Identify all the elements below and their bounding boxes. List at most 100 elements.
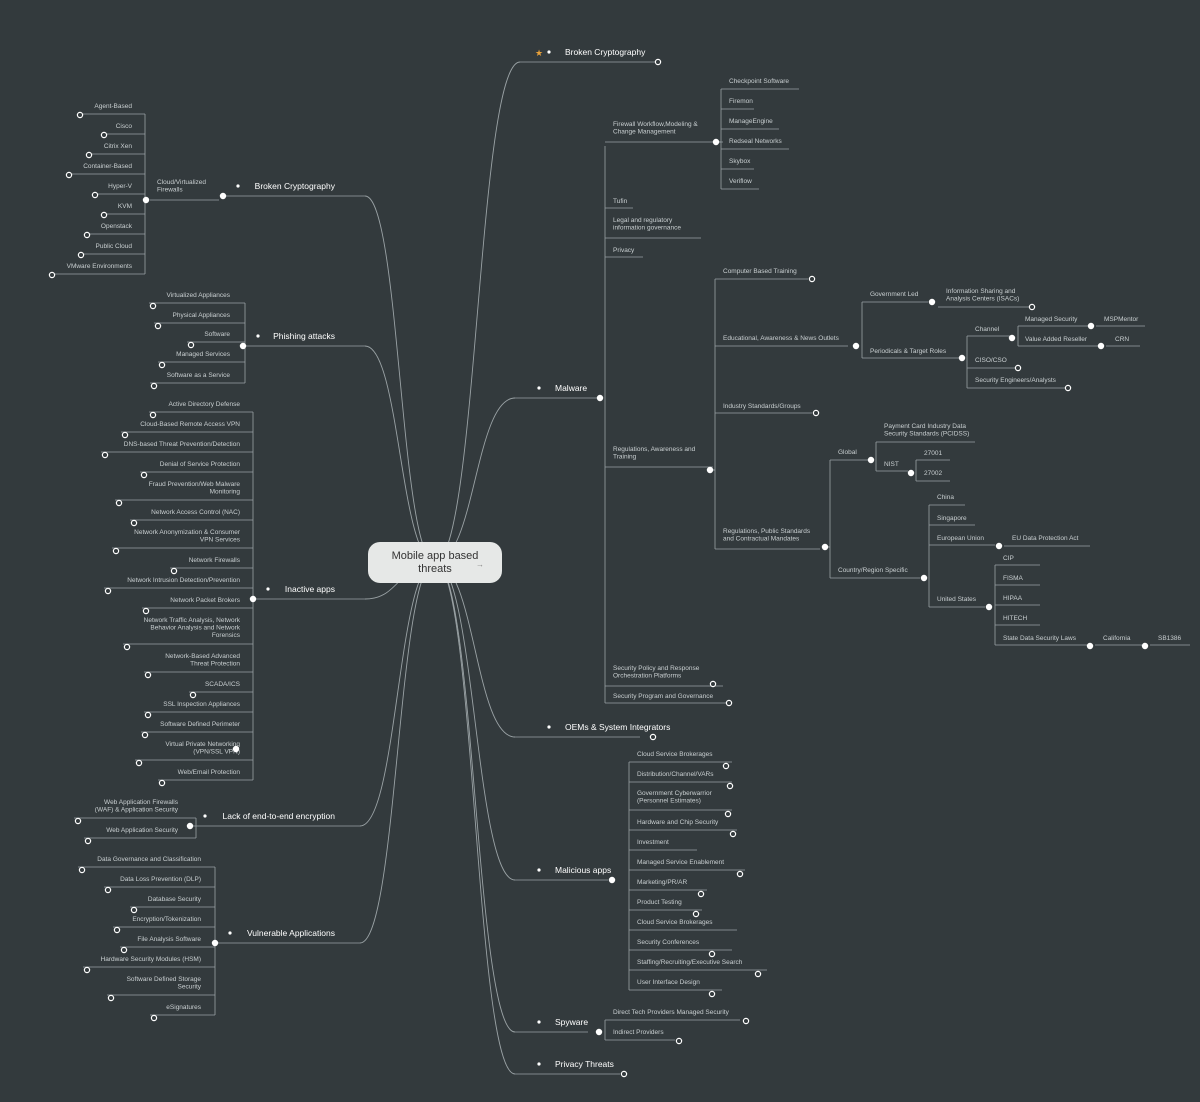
phishing-attacks-child-handle[interactable] — [158, 361, 166, 369]
crn-label: CRN — [1115, 336, 1129, 343]
periodicals-handle[interactable] — [958, 354, 966, 362]
spy-child-handle[interactable] — [742, 1017, 750, 1025]
country-handle[interactable] — [920, 574, 928, 582]
malware-handle[interactable] — [596, 394, 604, 402]
vulnerable-apps-child-handle[interactable] — [104, 886, 112, 894]
managed-security-handle[interactable] — [1087, 322, 1095, 330]
malicious-child-handle[interactable] — [724, 810, 732, 818]
cloud-fw-child-handle[interactable] — [83, 231, 91, 239]
cloud-fw-child-handle[interactable] — [100, 211, 108, 219]
reg-public-handle[interactable] — [821, 543, 829, 551]
inactive-apps-child-handle[interactable] — [141, 731, 149, 739]
cbt-handle[interactable] — [808, 275, 816, 283]
phishing-attacks-child-handle[interactable] — [187, 341, 195, 349]
cloud-fw-child-handle[interactable] — [100, 131, 108, 139]
inactive-apps-child-handle[interactable] — [142, 607, 150, 615]
vulnerable-apps-child-data-governance-and-classification: Data Governance and Classification — [97, 856, 201, 863]
inactive-apps-child-handle[interactable] — [158, 779, 166, 787]
vulnerable-apps-handle[interactable] — [211, 939, 219, 947]
vulnerable-apps-child-handle[interactable] — [130, 906, 138, 914]
security-program-handle[interactable] — [725, 699, 733, 707]
vulnerable-apps-child-handle[interactable] — [120, 946, 128, 954]
ciso-handle[interactable] — [1014, 364, 1022, 372]
lack-e2e-handle[interactable] — [186, 822, 194, 830]
phishing-attacks-child-handle[interactable] — [154, 322, 162, 330]
inactive-apps-child-handle[interactable] — [101, 451, 109, 459]
us-handle[interactable] — [985, 603, 993, 611]
spy-child-handle[interactable] — [675, 1037, 683, 1045]
phishing-attacks-handle[interactable] — [239, 342, 247, 350]
inactive-apps-child-handle[interactable] — [112, 547, 120, 555]
vulnerable-apps-connector — [359, 561, 436, 944]
firewall-workflow-handle[interactable] — [712, 138, 720, 146]
cloud-fw-child-handle[interactable] — [76, 111, 84, 119]
vulnerable-apps-child-handle[interactable] — [78, 866, 86, 874]
vulnerable-apps-child-handle[interactable] — [113, 926, 121, 934]
oems-label: OEMs & System Integrators — [565, 722, 670, 732]
global-handle[interactable] — [867, 456, 875, 464]
phishing-attacks-child-handle[interactable] — [150, 382, 158, 390]
lack-e2e-child-handle[interactable] — [74, 817, 82, 825]
security-policy-handle[interactable] — [709, 680, 717, 688]
malicious-child-handle[interactable] — [722, 762, 730, 770]
inactive-apps-child-handle[interactable] — [189, 691, 197, 699]
broken-cryptography-right-handle[interactable] — [654, 58, 662, 66]
inactive-apps-child-handle[interactable] — [121, 431, 129, 439]
managed-security-label: Managed Security — [1025, 316, 1078, 323]
nist-handle[interactable] — [907, 469, 915, 477]
inactive-apps-child-handle[interactable] — [170, 567, 178, 575]
gov-led-handle[interactable] — [928, 298, 936, 306]
state-laws-handle[interactable] — [1086, 642, 1094, 650]
california-handle[interactable] — [1141, 642, 1149, 650]
malicious-child-handle[interactable] — [692, 910, 700, 918]
privacy-threats-handle[interactable] — [620, 1070, 628, 1078]
cloud-fw-child-handle[interactable] — [77, 251, 85, 259]
engineers-handle[interactable] — [1064, 384, 1072, 392]
central-topic[interactable]: Mobile app based threats → — [368, 542, 502, 583]
channel-handle[interactable] — [1008, 334, 1016, 342]
inactive-apps-child-handle[interactable] — [144, 671, 152, 679]
eu-handle[interactable] — [995, 542, 1003, 550]
industry-handle[interactable] — [812, 409, 820, 417]
vpn-expand-handle[interactable] — [232, 745, 240, 753]
inactive-apps-child-handle[interactable] — [135, 759, 143, 767]
eu-dpa-label: EU Data Protection Act — [1012, 535, 1079, 542]
vulnerable-apps-child-handle[interactable] — [150, 1014, 158, 1022]
vulnerable-apps-child-handle[interactable] — [83, 966, 91, 974]
cloud-fw-child-handle[interactable] — [48, 271, 56, 279]
malicious-child-handle[interactable] — [697, 890, 705, 898]
inactive-apps-child-handle[interactable] — [140, 471, 148, 479]
lack-e2e-child-handle[interactable] — [84, 837, 92, 845]
inactive-apps-child-handle[interactable] — [123, 643, 131, 651]
malicious-apps-handle[interactable] — [608, 876, 616, 884]
inactive-apps-child-handle[interactable] — [144, 711, 152, 719]
oems-handle[interactable] — [649, 733, 657, 741]
malicious-child-handle[interactable] — [726, 782, 734, 790]
cloud-fw-handle[interactable] — [142, 196, 150, 204]
cloud-fw-child-handle[interactable] — [91, 191, 99, 199]
malicious-child-handle[interactable] — [708, 990, 716, 998]
malicious-child-handle[interactable] — [754, 970, 762, 978]
isac-handle[interactable] — [1028, 303, 1036, 311]
inactive-apps-child-handle[interactable] — [149, 411, 157, 419]
cloud-fw-child-handle[interactable] — [65, 171, 73, 179]
link-arrow-icon[interactable]: → — [476, 560, 484, 569]
malicious-child-handle[interactable] — [736, 870, 744, 878]
inactive-apps-handle[interactable] — [249, 595, 257, 603]
regulations-awareness-handle[interactable] — [706, 466, 714, 474]
malicious-child-user-interface-design: User Interface Design — [637, 979, 700, 986]
cloud-fw-child-handle[interactable] — [85, 151, 93, 159]
malicious-child-handle[interactable] — [708, 950, 716, 958]
phishing-attacks-child-handle[interactable] — [149, 302, 157, 310]
inactive-apps-child-handle[interactable] — [104, 587, 112, 595]
var-handle[interactable] — [1097, 342, 1105, 350]
vulnerable-apps-child-handle[interactable] — [107, 994, 115, 1002]
edu-handle[interactable] — [852, 342, 860, 350]
malicious-child-handle[interactable] — [729, 830, 737, 838]
broken-cryptography-left-handle[interactable] — [219, 192, 227, 200]
spyware-handle[interactable] — [595, 1028, 603, 1036]
inactive-apps-child-handle[interactable] — [115, 499, 123, 507]
inactive-apps-child-handle[interactable] — [130, 519, 138, 527]
